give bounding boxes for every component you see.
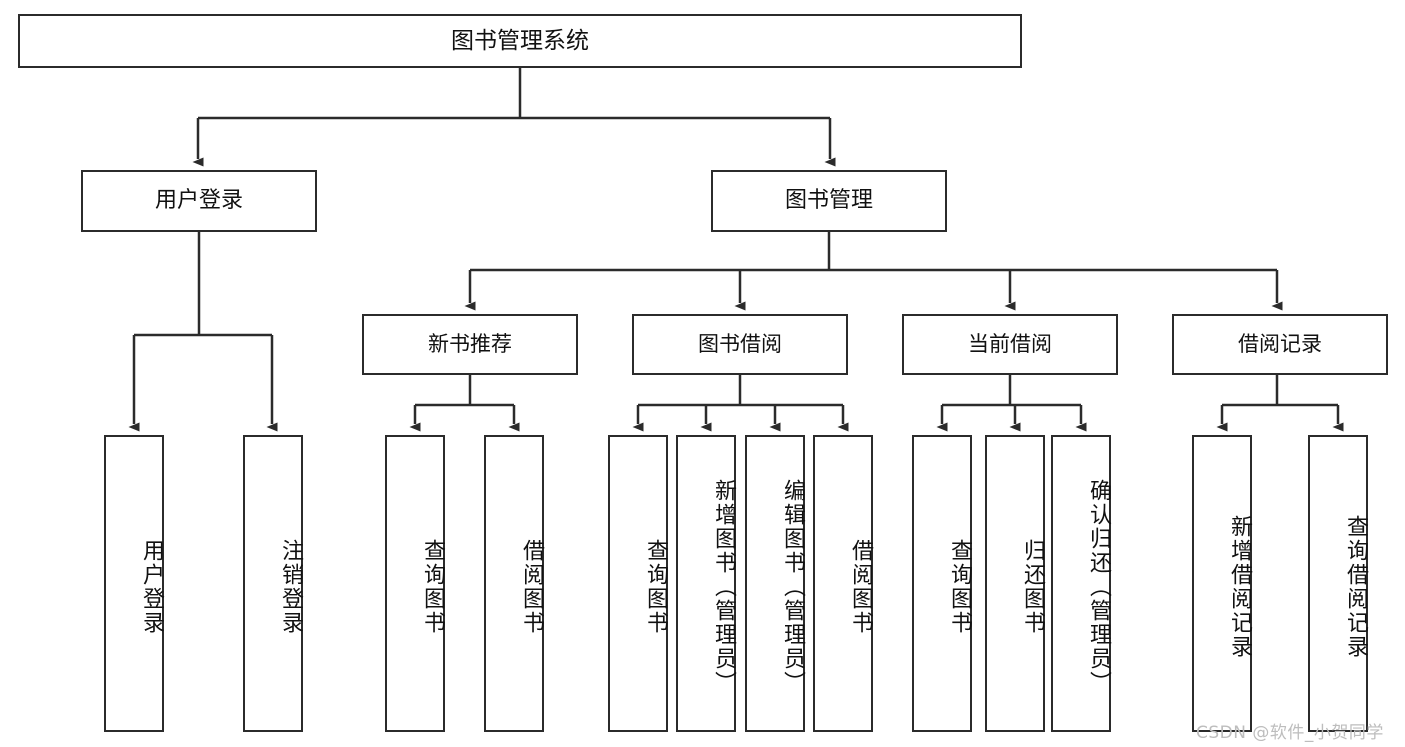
leaf-confirm-return-admin[interactable]: 确认归还（管理员） — [1051, 435, 1111, 732]
node-new-book-recommend[interactable]: 新书推荐 — [362, 314, 578, 375]
node-current-borrow[interactable]: 当前借阅 — [902, 314, 1118, 375]
leaf-query-borrow-record[interactable]: 查询借阅记录 — [1308, 435, 1368, 732]
leaf-borrow-book[interactable]: 借阅图书 — [813, 435, 873, 732]
leaf-borrow-book-recommend[interactable]: 借阅图书 — [484, 435, 544, 732]
node-borrow-record[interactable]: 借阅记录 — [1172, 314, 1388, 375]
csdn-watermark: CSDN @软件_小贺同学 — [1196, 723, 1384, 743]
leaf-add-book-admin[interactable]: 新增图书（管理员） — [676, 435, 736, 732]
leaf-return-book[interactable]: 归还图书 — [985, 435, 1045, 732]
leaf-query-book-borrow[interactable]: 查询图书 — [608, 435, 668, 732]
leaf-add-borrow-record[interactable]: 新增借阅记录 — [1192, 435, 1252, 732]
node-book-borrow[interactable]: 图书借阅 — [632, 314, 848, 375]
leaf-query-book-current[interactable]: 查询图书 — [912, 435, 972, 732]
leaf-user-login[interactable]: 用户登录 — [104, 435, 164, 732]
node-user-login[interactable]: 用户登录 — [81, 170, 317, 232]
node-root[interactable]: 图书管理系统 — [18, 14, 1022, 68]
leaf-logout[interactable]: 注销登录 — [243, 435, 303, 732]
leaf-query-book-recommend[interactable]: 查询图书 — [385, 435, 445, 732]
node-book-manage[interactable]: 图书管理 — [711, 170, 947, 232]
leaf-edit-book-admin[interactable]: 编辑图书（管理员） — [745, 435, 805, 732]
